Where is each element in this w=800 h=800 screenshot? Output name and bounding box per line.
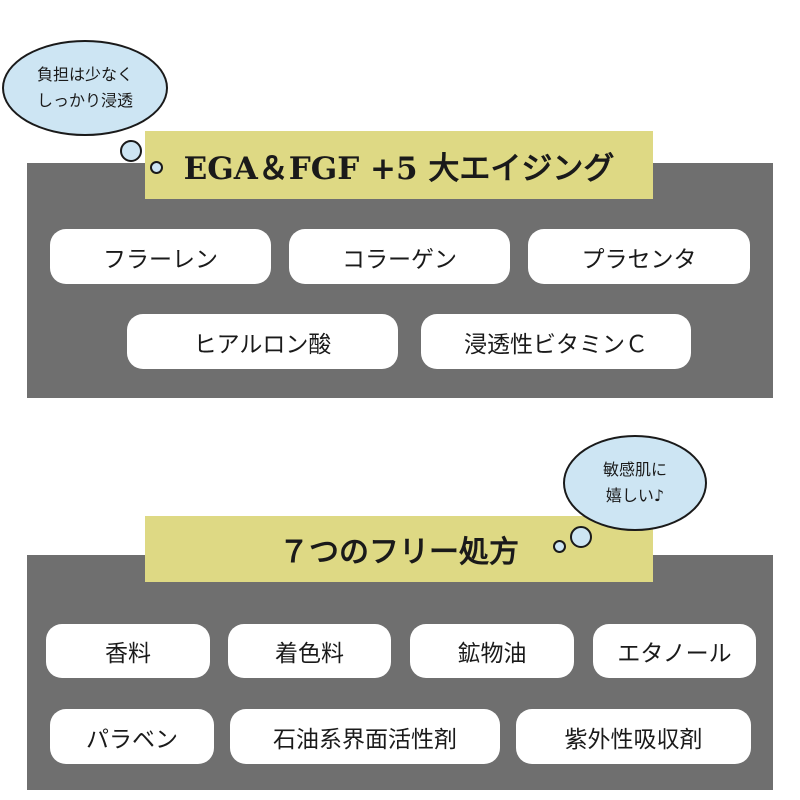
section2-item-label: 紫外性吸収剤 bbox=[564, 726, 703, 753]
section1-callout-line1: 負担は少なく bbox=[36, 65, 133, 84]
section1-item-hyaluronic-acid: ヒアルロン酸 bbox=[127, 314, 398, 369]
section2-item-label: 鉱物油 bbox=[457, 641, 527, 667]
section2-item-uv-absorber: 紫外性吸収剤 bbox=[516, 709, 751, 764]
section1-title: EGA＆FGF +5 大エイジング bbox=[183, 150, 615, 187]
section2-title: ７つのフリー処方 bbox=[279, 535, 519, 570]
section1-item-label: フラーレン bbox=[103, 246, 218, 273]
section2-callout-bubble-large bbox=[570, 526, 592, 548]
section1-callout-line2: しっかり浸透 bbox=[36, 91, 133, 110]
section1-item-label: プラセンタ bbox=[581, 246, 697, 273]
section1-item-fullerene: フラーレン bbox=[50, 229, 271, 284]
section2-item-label: 石油系界面活性剤 bbox=[273, 726, 457, 753]
section2-item-ethanol: エタノール bbox=[593, 624, 756, 678]
section1-item-placenta: プラセンタ bbox=[528, 229, 750, 284]
section1-item-vitamin-c: 浸透性ビタミンＣ bbox=[421, 314, 691, 369]
section2-item-label: パラベン bbox=[86, 726, 178, 753]
section2-item-fragrance: 香料 bbox=[46, 624, 210, 678]
section1-callout-bubble-large bbox=[120, 140, 142, 162]
section2-item-label: 香料 bbox=[105, 641, 151, 667]
section1-item-label: コラーゲン bbox=[342, 246, 457, 273]
section1-item-label: ヒアルロン酸 bbox=[193, 331, 332, 358]
section1-title-banner: EGA＆FGF +5 大エイジング bbox=[145, 131, 653, 199]
section1-item-label: 浸透性ビタミンＣ bbox=[464, 331, 648, 358]
section1-item-collagen: コラーゲン bbox=[289, 229, 510, 284]
section1-callout-bubble-small bbox=[150, 161, 163, 174]
section2-title-banner: ７つのフリー処方 bbox=[145, 516, 653, 582]
section2-callout-bubble-small bbox=[553, 540, 566, 553]
section2-callout-line1: 敏感肌に bbox=[602, 460, 667, 479]
section2-callout-line2: 嬉しい♪ bbox=[605, 486, 665, 505]
section2-item-mineral-oil: 鉱物油 bbox=[410, 624, 574, 678]
section2-item-colorant: 着色料 bbox=[228, 624, 391, 678]
section2-callout-cloud: 敏感肌に 嬉しい♪ bbox=[563, 435, 707, 531]
section2-item-paraben: パラベン bbox=[50, 709, 214, 764]
section2-item-label: 着色料 bbox=[275, 641, 344, 667]
section1-callout-cloud: 負担は少なく しっかり浸透 bbox=[2, 40, 168, 136]
section2-item-petroleum-surfactant: 石油系界面活性剤 bbox=[230, 709, 500, 764]
section2-item-label: エタノール bbox=[617, 641, 732, 667]
